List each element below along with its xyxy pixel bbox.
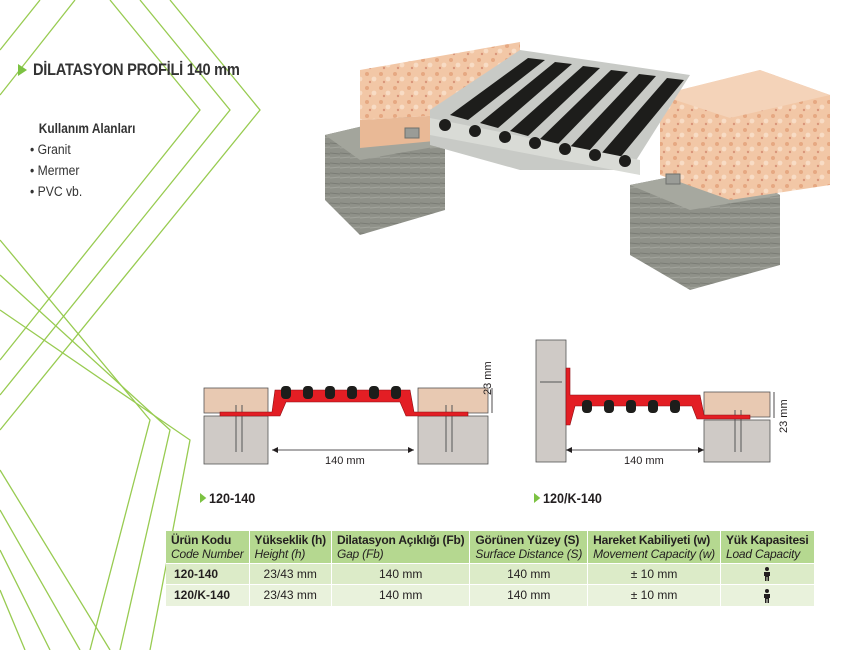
person-icon	[764, 567, 771, 582]
cell-code: 120/K-140	[166, 584, 250, 606]
drawing2-gap-label: 140 mm	[624, 455, 664, 467]
col-header-en: Load Capacity	[725, 547, 801, 561]
usage-item-marble: • Mermer	[30, 163, 80, 178]
col-header-tr: Dilatasyon Açıklığı (Fb)	[336, 533, 465, 547]
code-label-text: 120-140	[209, 490, 256, 506]
col-header-movement: Hareket Kabiliyeti (w)Movement Capacity …	[587, 531, 721, 564]
usage-title: Kullanım Alanları	[38, 121, 136, 136]
col-header-tr: Hareket Kabiliyeti (w)	[593, 533, 711, 547]
usage-areas: Kullanım Alanları • Granit • Mermer • PV…	[30, 118, 150, 202]
code-label-120-140: 120-140	[200, 490, 255, 506]
code-arrow-icon	[534, 493, 541, 503]
cell-load	[720, 584, 815, 606]
col-header-tr: Görünen Yüzey (S)	[475, 533, 580, 547]
col-header-en: Gap (Fb)	[336, 547, 384, 561]
cell-load	[720, 563, 815, 585]
cell-gap: 140 mm	[331, 584, 471, 606]
code-label-120-k-140: 120/K-140	[534, 490, 602, 506]
code-label-text: 120/K-140	[543, 490, 602, 506]
drawing2-height-label: 23 mm	[778, 399, 790, 433]
col-header-tr: Yük Kapasitesi	[725, 533, 809, 547]
col-header-height: Yükseklik (h)Height (h)	[249, 531, 332, 564]
cell-surface: 140 mm	[469, 563, 589, 585]
col-header-tr: Yükseklik (h)	[254, 533, 327, 547]
cell-movement: ± 10 mm	[587, 584, 721, 606]
drawing1-gap-label: 140 mm	[325, 455, 365, 467]
cell-surface: 140 mm	[469, 584, 589, 606]
col-header-en: Surface Distance (S)	[475, 547, 583, 561]
col-header-en: Movement Capacity (w)	[593, 547, 715, 561]
title-arrow-icon	[18, 64, 27, 76]
usage-item-granite: • Granit	[30, 142, 71, 157]
col-header-surface: Görünen Yüzey (S)Surface Distance (S)	[469, 531, 589, 564]
usage-item-pvc: • PVC vb.	[30, 184, 83, 199]
table-row: 120-140 23/43 mm 140 mm 140 mm ± 10 mm	[166, 563, 815, 585]
page-title-row: DİLATASYON PROFİLİ 140 mm	[18, 60, 273, 80]
person-icon	[764, 588, 771, 603]
col-header-gap: Dilatasyon Açıklığı (Fb)Gap (Fb)	[331, 531, 471, 564]
col-header-en: Code Number	[171, 547, 244, 561]
page-title: DİLATASYON PROFİLİ 140 mm	[33, 60, 240, 79]
table-row: 120/K-140 23/43 mm 140 mm 140 mm ± 10 mm	[166, 584, 815, 606]
col-header-tr: Ürün Kodu	[171, 533, 232, 547]
cell-height: 23/43 mm	[249, 584, 332, 606]
cell-gap: 140 mm	[331, 563, 471, 585]
cell-height: 23/43 mm	[249, 563, 332, 585]
col-header-en: Height (h)	[254, 547, 306, 561]
cell-code: 120-140	[166, 563, 250, 585]
cell-movement: ± 10 mm	[587, 563, 721, 585]
code-arrow-icon	[200, 493, 207, 503]
